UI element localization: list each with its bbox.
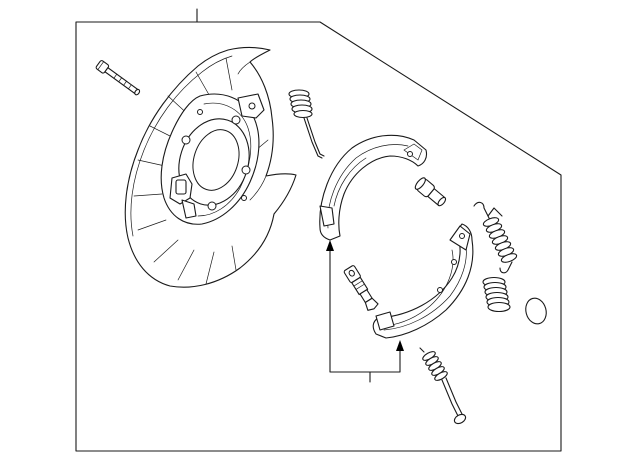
upper-return-spring[interactable] — [288, 89, 325, 159]
diagram-frame — [75, 8, 562, 452]
shoe-kit-callout — [326, 240, 404, 383]
callout-arrow-rear-shoe — [396, 340, 404, 351]
dust-shield[interactable] — [124, 46, 297, 288]
front-parking-brake-shoe[interactable] — [319, 134, 428, 241]
adjuster-spring[interactable] — [482, 276, 511, 313]
plug-ring[interactable] — [523, 296, 549, 326]
shield-bolt[interactable] — [95, 60, 141, 97]
adjuster-plug[interactable] — [414, 176, 449, 208]
return-spring[interactable] — [473, 201, 518, 274]
shoe-strut-adjuster[interactable] — [343, 265, 379, 312]
hold-down-pin[interactable] — [419, 347, 467, 425]
rear-parking-brake-shoe[interactable] — [372, 223, 474, 339]
callout-arrow-front-shoe — [326, 240, 334, 251]
